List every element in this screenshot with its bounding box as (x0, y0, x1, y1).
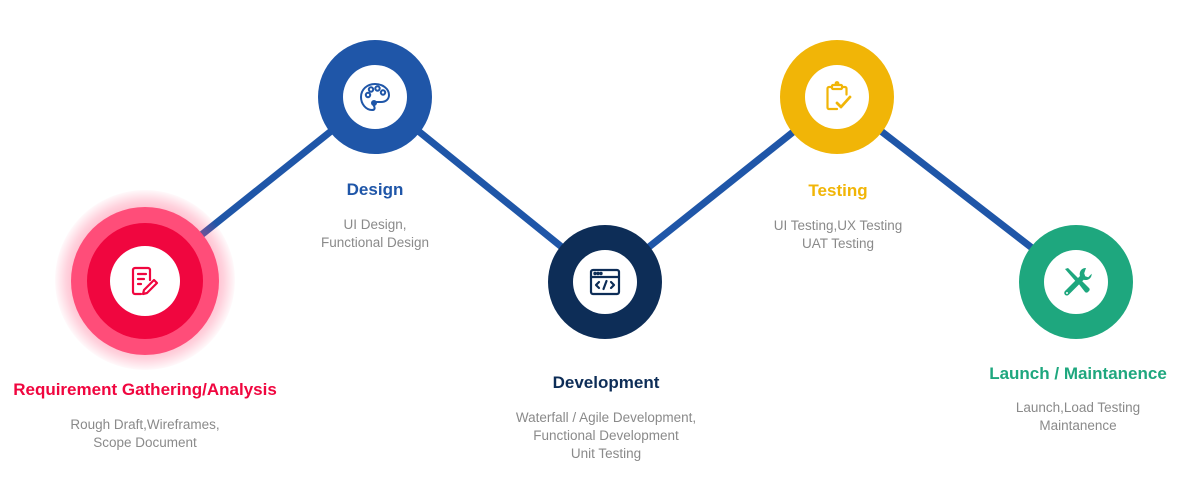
step-node-testing[interactable] (780, 40, 894, 154)
description-line: Unit Testing (570, 446, 642, 461)
description-line: Functional Development (533, 428, 679, 443)
step-description-design: UI Design, Functional Design (321, 216, 429, 252)
description-line: UAT Testing (801, 236, 875, 251)
step-node-design[interactable] (318, 40, 432, 154)
description-line: Functional Design (320, 235, 430, 250)
tools-icon (1064, 267, 1092, 296)
step-node-requirement[interactable] (71, 207, 219, 355)
document-edit-icon (131, 266, 159, 296)
description-line: Waterfall / Agile Development, (515, 410, 697, 425)
step-description-launch: Launch,Load Testing Maintanence (1016, 399, 1140, 435)
step-title-launch: Launch / Maintanence (989, 364, 1167, 383)
step-title-testing: Testing (808, 181, 868, 200)
description-line: Scope Document (93, 435, 197, 450)
step-description-testing: UI Testing,UX Testing UAT Testing (774, 217, 903, 253)
description-line: Launch,Load Testing (1015, 400, 1141, 415)
description-line: UI Design, (343, 217, 407, 232)
clipboard-check-icon (826, 81, 852, 111)
description-line: UI Testing,UX Testing (773, 218, 903, 233)
palette-icon (360, 83, 390, 111)
code-window-icon (589, 268, 621, 296)
description-line: Maintanence (1039, 418, 1117, 433)
step-title-development: Development (552, 373, 660, 392)
step-node-development[interactable] (548, 225, 662, 339)
step-node-launch[interactable] (1019, 225, 1133, 339)
step-title-design: Design (346, 180, 404, 199)
step-description-requirement: Rough Draft,Wireframes, Scope Document (70, 416, 219, 452)
step-title-requirement: Requirement Gathering/Analysis (13, 380, 277, 399)
description-line: Rough Draft,Wireframes, (70, 417, 220, 432)
step-description-development: Waterfall / Agile Development, Functiona… (516, 409, 696, 463)
